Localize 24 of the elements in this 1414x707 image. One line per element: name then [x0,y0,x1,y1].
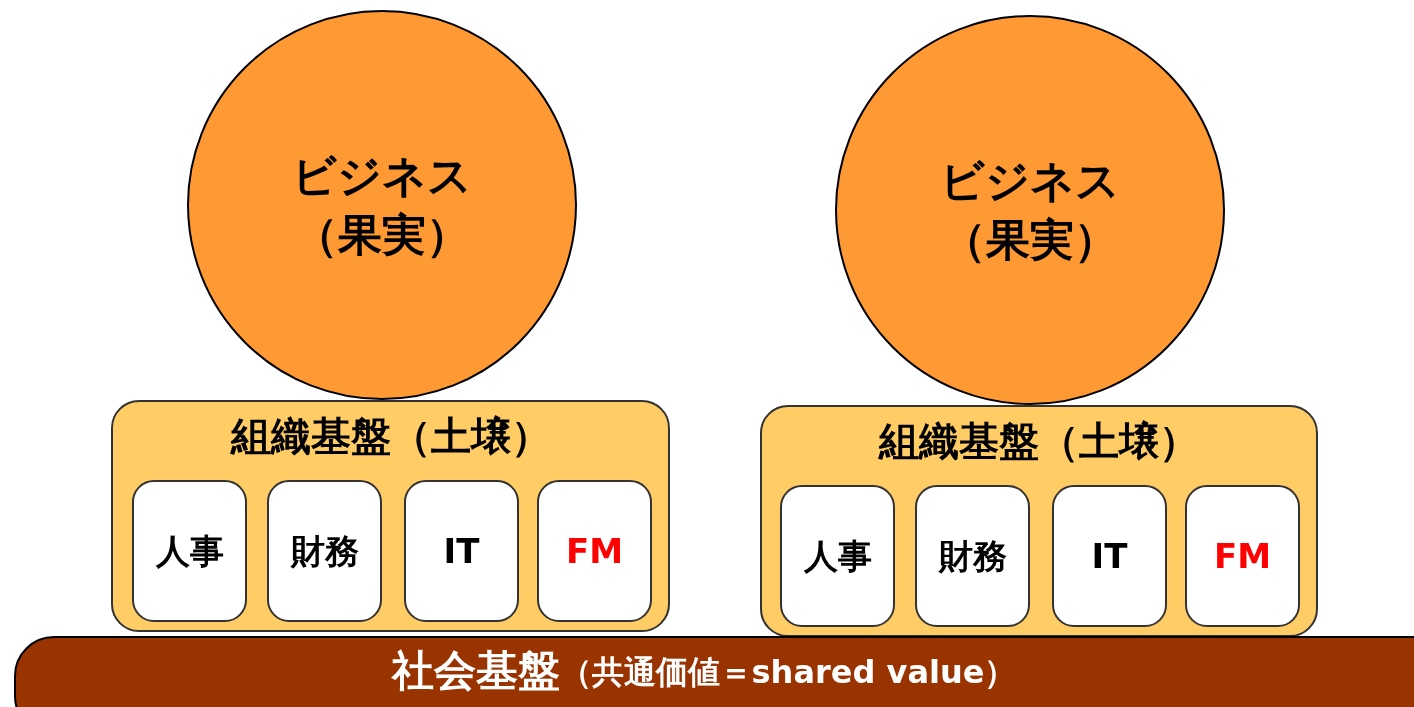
panel-heading: 組織基盤（土壌） [877,421,1200,461]
function-label: FM [565,534,624,568]
function-label: 人事 [803,539,872,573]
function-box [537,480,652,622]
function-label: IT [443,534,480,568]
function-box [780,485,895,627]
foundation-panel [760,405,1318,637]
foundation-panel [111,400,670,632]
panel-heading: 組織基盤（土壌） [229,416,552,456]
function-box [404,480,519,622]
function-label: FM [1213,539,1272,573]
function-box [132,480,247,622]
function-box [1185,485,1300,627]
function-box [915,485,1030,627]
function-label: 財務 [290,534,359,568]
band-label: （共通価値＝shared value） [559,652,1017,688]
function-label: 財務 [938,539,1007,573]
function-label: 人事 [155,534,224,568]
function-label: IT [1091,539,1128,573]
band-label: 社会基盤 [391,650,560,692]
function-box [1052,485,1167,627]
circle-label: ビジネス（果実） [291,148,473,262]
function-box [267,480,382,622]
circle-label: ビジネス（果実） [939,153,1121,267]
